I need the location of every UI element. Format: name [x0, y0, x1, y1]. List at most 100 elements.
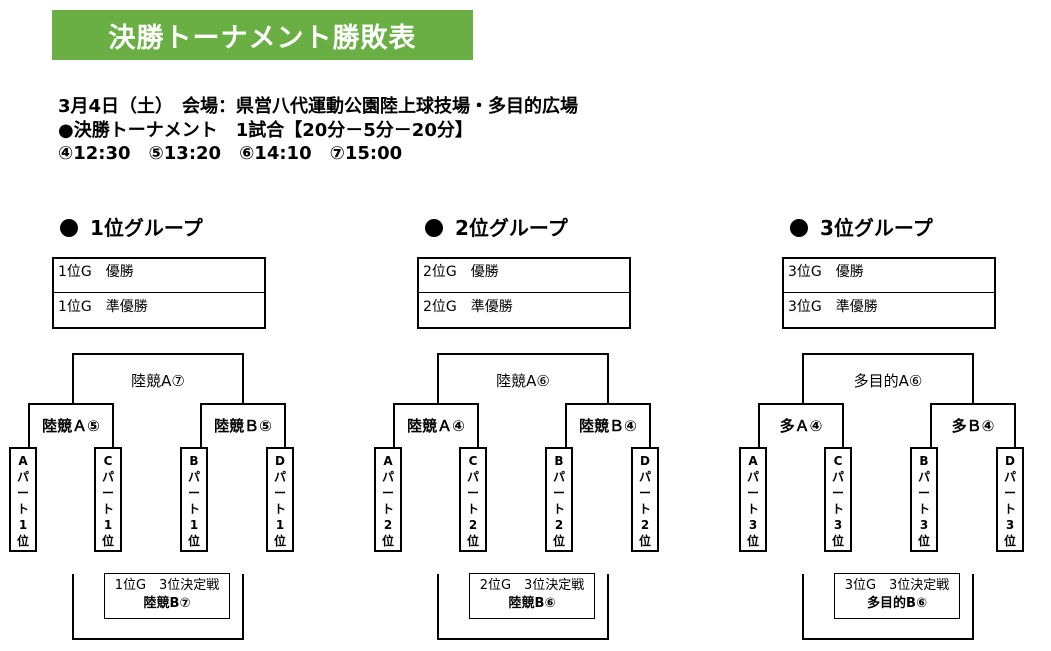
winner-row: 3位G 優勝	[788, 264, 864, 280]
team-char: パ	[273, 470, 286, 484]
team-char: 位	[466, 534, 479, 548]
final-match-label: 多目的A⑥	[850, 370, 926, 391]
team-char: ト	[466, 502, 479, 516]
team-char: ト	[917, 502, 930, 516]
semifinal-left-label: 多Ａ④	[760, 415, 842, 436]
final-match-label: 陸競A⑦	[120, 370, 196, 391]
third-bracket-right-leg	[972, 574, 974, 640]
third-bracket-left-leg	[72, 574, 74, 640]
semifinal-left-label: 陸競Ａ④	[395, 415, 477, 436]
semi-left-leg-a	[28, 403, 30, 449]
team-char: 1	[103, 518, 113, 532]
team-char: B	[919, 454, 929, 468]
semifinal-left-label: 陸競Ａ⑤	[30, 415, 112, 436]
team-char: ト	[831, 502, 844, 516]
team-char: 位	[552, 534, 565, 548]
team-char: パ	[16, 470, 29, 484]
semi-left-bracket-line	[28, 403, 114, 405]
final-bracket-line	[437, 353, 609, 355]
third-bracket-right-leg	[607, 574, 609, 640]
team-char: D	[275, 454, 285, 468]
team-char: パ	[101, 470, 114, 484]
third-place-box: 2位G 3位決定戦陸競B⑥	[469, 573, 595, 619]
team-char: ト	[187, 502, 200, 516]
team-char: ー	[831, 486, 844, 500]
team-char: A	[383, 454, 393, 468]
semi-right-leg-b	[284, 403, 286, 449]
runner-up-row: 2位G 準優勝	[423, 299, 513, 315]
team-char: パ	[917, 470, 930, 484]
third-bracket-left-leg	[802, 574, 804, 640]
team-char: C	[833, 454, 843, 468]
final-bracket-left-leg	[437, 353, 439, 405]
bullet-icon	[60, 219, 78, 237]
team-char: ト	[101, 502, 114, 516]
final-bracket-right-leg	[607, 353, 609, 405]
team-char: 位	[381, 534, 394, 548]
third-place-venue: 陸競B⑦	[143, 596, 191, 611]
group-heading: 3位グループ	[790, 212, 933, 241]
semi-right-leg-a	[565, 403, 567, 449]
semi-right-bracket-line	[930, 403, 1016, 405]
final-bracket-left-leg	[72, 353, 74, 405]
team-char: 3	[833, 518, 843, 532]
semi-right-bracket-line	[565, 403, 651, 405]
team-char: パ	[638, 470, 651, 484]
third-place-box: 1位G 3位決定戦陸競B⑦	[104, 573, 230, 619]
team-char: 位	[831, 534, 844, 548]
semi-left-leg-b	[112, 403, 114, 449]
team-char: 位	[187, 534, 200, 548]
semi-left-bracket-line	[758, 403, 844, 405]
bullet-icon	[425, 219, 443, 237]
team-char: 位	[101, 534, 114, 548]
third-place-box: 3位G 3位決定戦多目的B⑥	[834, 573, 960, 619]
team-char: 位	[638, 534, 651, 548]
winner-row: 1位G 優勝	[58, 264, 134, 280]
team-char: パ	[831, 470, 844, 484]
info-kickoff-times: ④12:30 ⑤13:20 ⑥14:10 ⑦15:00	[58, 143, 403, 164]
team-char: 位	[16, 534, 29, 548]
team-char: パ	[552, 470, 565, 484]
third-bracket-bottom-line	[72, 638, 244, 640]
team-char: ー	[638, 486, 651, 500]
team-char: 位	[1003, 534, 1016, 548]
results-divider	[419, 292, 629, 293]
team-char: 1	[18, 518, 28, 532]
third-bracket-left-leg	[437, 574, 439, 640]
third-place-venue: 陸競B⑥	[508, 596, 556, 611]
team-char: D	[640, 454, 650, 468]
info-date-venue: 3月4日（土） 会場：県営八代運動公園陸上球技場・多目的広場	[58, 96, 579, 117]
winner-row: 2位G 優勝	[423, 264, 499, 280]
semifinal-right-label: 多Ｂ④	[932, 415, 1014, 436]
team-char: 2	[468, 518, 478, 532]
semifinal-right-label: 陸競Ｂ④	[567, 415, 649, 436]
team-char: ー	[16, 486, 29, 500]
third-bracket-right-leg	[242, 574, 244, 640]
team-char: B	[189, 454, 199, 468]
semi-left-leg-a	[393, 403, 395, 449]
team-char: C	[468, 454, 478, 468]
team-char: ト	[381, 502, 394, 516]
team-char: ー	[187, 486, 200, 500]
page-title: 決勝トーナメント勝敗表	[52, 10, 473, 60]
team-char: A	[18, 454, 28, 468]
group-heading-text: 1位グループ	[90, 216, 203, 240]
team-char: パ	[746, 470, 759, 484]
team-char: 3	[748, 518, 758, 532]
third-bracket-bottom-line	[437, 638, 609, 640]
semi-right-bracket-line	[200, 403, 286, 405]
group-heading-text: 2位グループ	[455, 216, 568, 240]
semi-left-bracket-line	[393, 403, 479, 405]
team-char: ー	[1003, 486, 1016, 500]
semi-left-leg-a	[758, 403, 760, 449]
team-char: D	[1005, 454, 1015, 468]
team-char: ー	[746, 486, 759, 500]
team-char: パ	[187, 470, 200, 484]
results-divider	[784, 292, 994, 293]
